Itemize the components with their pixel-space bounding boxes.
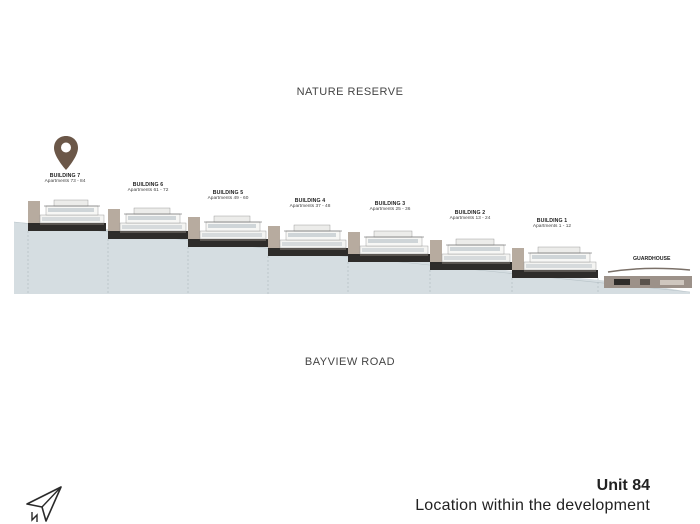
- building-name: BUILDING 2: [454, 210, 486, 216]
- building-lower-glazing: [526, 264, 592, 268]
- building-5: [188, 215, 268, 247]
- building-roof-pavilion: [133, 207, 171, 215]
- building-lower-glazing: [362, 248, 424, 252]
- building-apartments: Apartments 1 - 12: [532, 224, 572, 229]
- nature-reserve-label: NATURE RESERVE: [296, 86, 404, 98]
- building-dividers: [27, 231, 599, 294]
- building-apartments: Apartments 49 - 60: [207, 196, 249, 201]
- building-upper-glazing: [450, 247, 500, 251]
- building-roof-pavilion: [213, 215, 251, 223]
- unit-title: Unit 84: [596, 477, 650, 494]
- building-lower-glazing: [444, 256, 506, 260]
- building-apartments: Apartments 13 - 24: [449, 216, 491, 221]
- building-lower-glazing: [282, 242, 342, 246]
- building-apartments: Apartments 73 - 84: [44, 179, 86, 184]
- building-podium: [188, 239, 268, 247]
- building-balcony-line: [40, 223, 104, 225]
- building-lower-glazing: [202, 233, 262, 237]
- arrow-logo-icon: [26, 486, 62, 522]
- building-balcony-line: [442, 262, 510, 264]
- building-stair-core: [188, 217, 200, 239]
- bayview-road-label: BAYVIEW ROAD: [304, 356, 396, 368]
- building-lower-glazing: [122, 225, 182, 229]
- building-podium: [108, 231, 188, 239]
- building-7: [28, 199, 106, 231]
- building-stair-core: [268, 226, 280, 248]
- building-upper-glazing: [368, 239, 418, 243]
- building-upper-glazing: [532, 255, 586, 259]
- building-stair-core: [512, 248, 524, 270]
- building-stair-core: [108, 209, 120, 231]
- location-pin-icon: [54, 136, 78, 170]
- building-name: BUILDING 6: [132, 182, 164, 188]
- building-apartments: Apartments 37 - 48: [289, 204, 331, 209]
- building-roof-pavilion: [537, 246, 581, 254]
- building-name: BUILDING 3: [374, 201, 406, 207]
- building-upper-glazing: [288, 233, 336, 237]
- building-apartments: Apartments 25 - 36: [369, 207, 411, 212]
- building-upper-glazing: [208, 224, 256, 228]
- unit-subtitle: Location within the development: [415, 497, 650, 514]
- building-balcony-line: [360, 254, 428, 256]
- building-lower-glazing: [42, 217, 100, 221]
- building-roof-pavilion: [455, 238, 495, 246]
- building-name: BUILDING 1: [536, 218, 568, 224]
- building-podium: [268, 248, 348, 256]
- building-name: BUILDING 7: [49, 173, 81, 179]
- building-6: [108, 207, 188, 239]
- buildings-layer: [28, 199, 598, 278]
- building-roof-pavilion: [293, 224, 331, 232]
- building-4: [268, 224, 348, 256]
- building-stair-core: [430, 240, 442, 262]
- building-stair-core: [28, 201, 40, 223]
- building-podium: [512, 270, 598, 278]
- building-balcony-line: [120, 231, 186, 233]
- guardhouse-label: GUARDHOUSE: [633, 256, 671, 262]
- building-podium: [430, 262, 512, 270]
- site-elevation: [13, 199, 692, 294]
- building-balcony-line: [524, 270, 596, 272]
- building-1: [512, 246, 598, 278]
- guardhouse-structure: [604, 267, 692, 288]
- building-roof-pavilion: [53, 199, 89, 207]
- building-balcony-line: [280, 248, 346, 250]
- building-name: BUILDING 4: [294, 198, 326, 204]
- building-podium: [348, 254, 430, 262]
- building-upper-glazing: [48, 208, 94, 212]
- building-name: BUILDING 5: [212, 190, 244, 196]
- building-upper-glazing: [128, 216, 176, 220]
- building-podium: [28, 223, 106, 231]
- building-stair-core: [348, 232, 360, 254]
- building-roof-pavilion: [373, 230, 413, 238]
- building-balcony-line: [200, 239, 266, 241]
- building-3: [348, 230, 430, 262]
- building-apartments: Apartments 61 - 72: [127, 188, 169, 193]
- building-2: [430, 238, 512, 270]
